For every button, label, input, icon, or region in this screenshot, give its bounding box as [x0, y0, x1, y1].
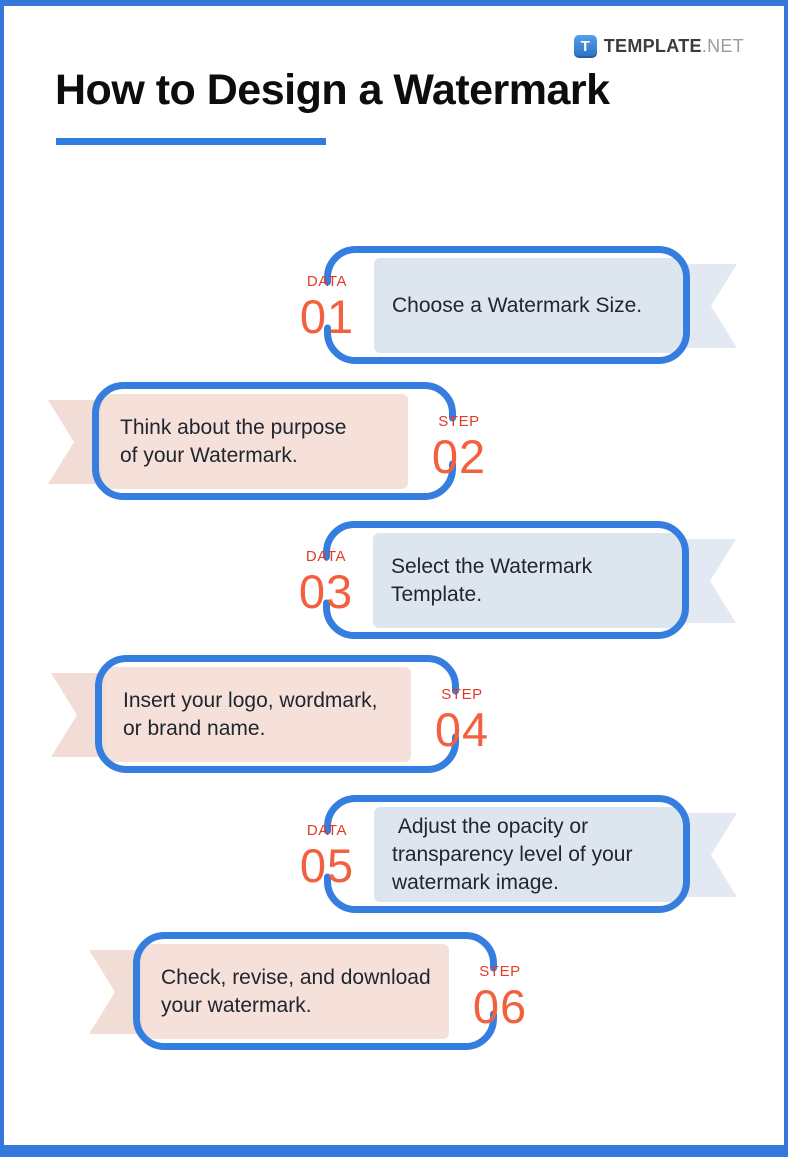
step-text: Think about the purpose of your Watermar… [120, 415, 347, 467]
brand-name: TEMPLATE.NET [604, 36, 744, 57]
step-text-panel: Check, revise, and download your waterma… [143, 944, 449, 1039]
step-label: DATA [306, 822, 348, 839]
step-text-panel: Select the Watermark Template. [373, 533, 681, 628]
step-border-frame [323, 521, 689, 639]
step-text: Adjust the opacity or transparency level… [392, 814, 633, 894]
step-text-panel: Insert your logo, wordmark, or brand nam… [105, 667, 411, 762]
step-number: 01 [299, 290, 355, 343]
step-row-1: Choose a Watermark Size. DATA 01 [300, 246, 690, 364]
step-number: 05 [299, 839, 355, 892]
step-border-frame [324, 246, 690, 364]
step-label: STEP [438, 413, 480, 430]
brand-name-secondary: .NET [701, 36, 744, 56]
step-number: 02 [431, 430, 487, 483]
step-row-3: Select the Watermark Template. DATA 03 [299, 521, 689, 639]
step-number: 03 [298, 565, 354, 618]
step-border-frame [95, 655, 459, 773]
step-row-2: Think about the purpose of your Watermar… [48, 382, 485, 500]
step-number-block: STEP 06 [455, 963, 545, 1030]
template-logo-icon: T [573, 35, 597, 58]
step-border-frame [324, 795, 690, 913]
step-label: STEP [479, 963, 521, 980]
step-label: STEP [441, 686, 483, 703]
step-text: Insert your logo, wordmark, or brand nam… [123, 688, 378, 740]
step-row-5: Adjust the opacity or transparency level… [300, 795, 690, 913]
step-number-block: STEP 02 [414, 413, 504, 480]
step-text: Check, revise, and download your waterma… [161, 965, 431, 1017]
step-row-6: Check, revise, and download your waterma… [89, 932, 526, 1050]
step-text: Choose a Watermark Size. [392, 293, 643, 317]
title-underline [56, 138, 326, 145]
step-label: DATA [305, 548, 347, 565]
step-text-panel: Think about the purpose of your Watermar… [102, 394, 408, 489]
step-label: DATA [306, 273, 348, 290]
step-number-block: STEP 04 [417, 686, 507, 753]
step-text-panel: Choose a Watermark Size. [374, 258, 682, 353]
brand-logo: T TEMPLATE.NET [573, 35, 744, 58]
brand-name-primary: TEMPLATE [603, 36, 702, 56]
step-text-panel: Adjust the opacity or transparency level… [374, 807, 682, 902]
step-text: Select the Watermark Template. [391, 554, 593, 606]
step-number-block: DATA 05 [282, 822, 372, 889]
step-row-4: Insert your logo, wordmark, or brand nam… [51, 655, 488, 773]
step-number-block: DATA 01 [282, 273, 372, 340]
step-number: 04 [434, 703, 490, 756]
step-border-frame [92, 382, 456, 500]
step-number: 06 [472, 980, 528, 1033]
step-border-frame [133, 932, 497, 1050]
page-title: How to Design a Watermark [55, 66, 610, 114]
step-number-block: DATA 03 [281, 548, 371, 615]
